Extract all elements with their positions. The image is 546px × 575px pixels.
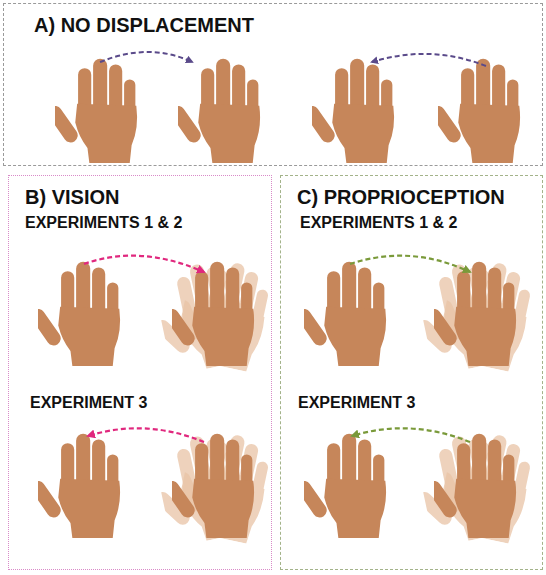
ghost-hand: [404, 429, 516, 550]
experiment-label: EXPERIMENT 3: [30, 394, 147, 412]
ghost-hand: [142, 429, 254, 550]
movement-arrow: [352, 428, 470, 442]
movement-arrow: [372, 54, 486, 66]
movement-arrow: [84, 256, 204, 272]
panel-title: C) PROPRIOCEPTION: [297, 186, 505, 209]
hand: [28, 262, 120, 366]
movement-arrow: [88, 428, 204, 442]
movement-arrow: [350, 256, 470, 272]
hand: [162, 262, 254, 366]
hand: [45, 59, 137, 163]
hand: [294, 262, 386, 366]
hand: [302, 59, 394, 163]
experiment-label: EXPERIMENTS 1 & 2: [25, 214, 182, 232]
panel-box: C) PROPRIOCEPTION: [280, 175, 543, 570]
experiment-label: EXPERIMENTS 1 & 2: [300, 214, 457, 232]
panel-box: B) VISION: [8, 175, 272, 570]
hand: [162, 434, 254, 538]
hand: [424, 434, 516, 538]
hand: [168, 59, 260, 163]
panel-title: A) NO DISPLACEMENT: [34, 14, 254, 37]
movement-arrow: [100, 52, 192, 62]
hand: [294, 434, 386, 538]
experiment-label: EXPERIMENT 3: [298, 394, 415, 412]
hand: [424, 262, 516, 366]
hand: [428, 59, 520, 163]
ghost-hand: [404, 257, 516, 378]
ghost-hand: [142, 257, 254, 378]
hand: [28, 434, 120, 538]
panel-title: B) VISION: [25, 186, 119, 209]
panel-box: A) NO DISPLACEMENT: [3, 3, 543, 166]
